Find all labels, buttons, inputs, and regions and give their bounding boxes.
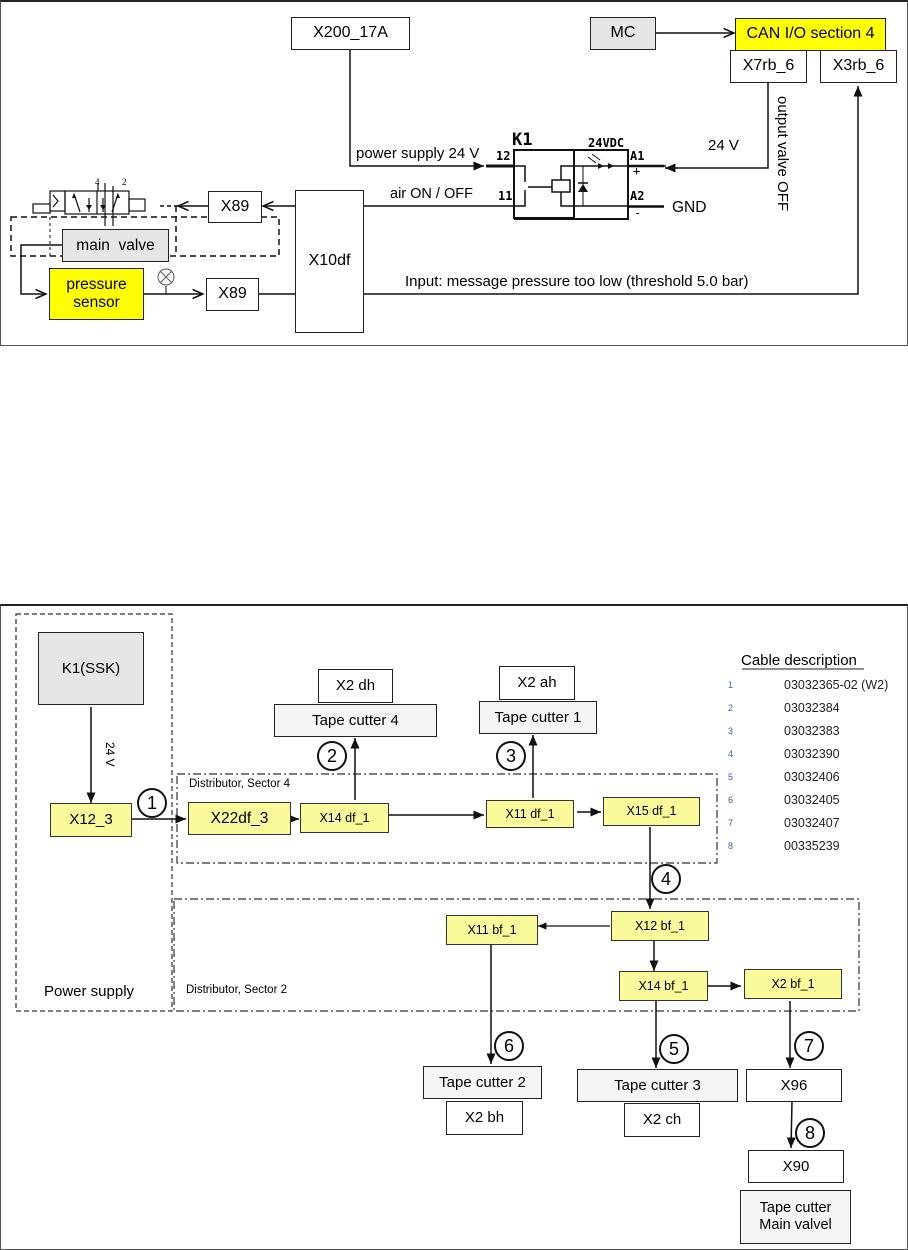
- connector-x14bf-1: X14 bf_1: [619, 971, 708, 1001]
- cable-row-code: 03032407: [784, 816, 840, 830]
- relay-plus: +: [633, 164, 641, 178]
- power-supply-label: power supply 24 V: [356, 145, 480, 162]
- relay-k1-name: K1: [512, 130, 533, 150]
- connector-x96: X96: [746, 1069, 842, 1102]
- tape-cutter-4-box: Tape cutter 4: [274, 704, 437, 737]
- connector-x2bf-1: X2 bf_1: [744, 969, 842, 999]
- connector-x89-bottom: X89: [206, 278, 259, 311]
- connector-x90: X90: [748, 1150, 844, 1183]
- connector-x12bf-1: X12 bf_1: [611, 911, 709, 941]
- connector-x11df-1: X11 df_1: [486, 800, 574, 828]
- connector-x3rb-6: X3rb_6: [820, 50, 897, 83]
- cable-row-code: 03032383: [784, 724, 840, 738]
- wire-pressure-input: [259, 86, 863, 295]
- cable-marker-5: 5: [659, 1034, 689, 1064]
- tape-cutter-1-box: Tape cutter 1: [479, 701, 597, 734]
- mc-box: MC: [590, 17, 656, 50]
- connector-x7rb-6: X7rb_6: [730, 50, 807, 83]
- tape-cutter-2-box: Tape cutter 2: [423, 1066, 542, 1099]
- tape-cutter-main-valve-line1: Tape cutter: [759, 1200, 832, 1217]
- relay-pin-a2: A2: [630, 189, 645, 203]
- 24v-label: 24 V: [708, 137, 739, 154]
- wire-power-supply: [349, 49, 484, 171]
- connector-x2-dh: X2 dh: [318, 669, 393, 703]
- top-diagram-wires: [10, 0, 863, 346]
- connector-x14df-1: X14 df_1: [300, 803, 389, 833]
- cable-row-number: 2: [728, 703, 734, 713]
- cable-description-title: Cable description: [741, 652, 857, 669]
- cable-row-number: 7: [728, 818, 734, 828]
- connector-x11bf-1: X11 bf_1: [446, 915, 538, 945]
- relay-minus: -: [634, 206, 642, 220]
- cable-row-number: 5: [728, 772, 734, 782]
- cable-marker-8: 8: [795, 1118, 825, 1148]
- connector-x2-ah: X2 ah: [499, 666, 575, 700]
- cable-row-code: 03032405: [784, 793, 840, 807]
- power-supply-group-label: Power supply: [44, 983, 135, 1000]
- cable-row-code: 03032365-02 (W2): [784, 678, 889, 692]
- pressure-sensor-box: pressure sensor: [49, 268, 144, 320]
- wire-output-valve-off: [665, 83, 769, 173]
- cable-row-code: 03032390: [784, 747, 840, 761]
- pressure-input-message-label: Input: message pressure too low (thresho…: [405, 273, 749, 290]
- cable-row-code: 00335239: [784, 839, 840, 853]
- can-io-section-box: CAN I/O section 4: [735, 18, 886, 51]
- cable-row-number: 4: [728, 749, 734, 759]
- connector-x89-top: X89: [208, 191, 262, 223]
- valve-port-4-label: 4: [95, 177, 100, 187]
- connector-x22df-3: X22df_3: [188, 802, 291, 835]
- connector-x200-17a: X200_17A: [291, 17, 410, 50]
- cable-marker-3: 3: [496, 741, 526, 771]
- sector2-group-label: Distributor, Sector 2: [186, 984, 287, 996]
- cable-row-number: 3: [728, 726, 734, 736]
- tape-cutter-main-valve-line2: Main valvel: [759, 1217, 832, 1233]
- relay-rating: 24VDC: [588, 136, 625, 150]
- tape-cutter-3-box: Tape cutter 3: [577, 1069, 738, 1102]
- relay-pin-a1: A1: [630, 149, 645, 163]
- wire-valve-to-sensor: [20, 244, 62, 294]
- valve-port-2-label: 2: [122, 177, 127, 187]
- cable-row-code: 03032384: [784, 701, 840, 715]
- main-valve-box: main valve: [62, 229, 169, 262]
- cable-marker-1: 1: [137, 788, 167, 818]
- gnd-label: GND: [672, 199, 707, 216]
- cable-marker-4: 4: [651, 864, 681, 894]
- connector-x2-bh: X2 bh: [446, 1101, 523, 1135]
- air-on-off-label: air ON / OFF: [390, 186, 473, 202]
- cable-row-number: 1: [728, 680, 734, 690]
- cable-marker-6: 6: [494, 1031, 524, 1061]
- output-valve-off-label: output valve OFF: [774, 96, 791, 212]
- cable-marker-2: 2: [317, 741, 347, 771]
- cable-row-number: 6: [728, 795, 734, 805]
- connector-x2-ch: X2 ch: [624, 1103, 700, 1137]
- cable-marker-7: 7: [794, 1031, 824, 1061]
- sector4-group-label: Distributor, Sector 4: [189, 778, 290, 790]
- cable-row-code: 03032406: [784, 770, 840, 784]
- cable-row-number: 8: [728, 841, 734, 851]
- 24v-label: 24 V: [103, 742, 117, 767]
- connector-x15df-1: X15 df_1: [603, 797, 700, 826]
- k1-ssk-box: K1(SSK): [38, 632, 144, 705]
- relay-pin-11: 11: [498, 189, 513, 203]
- relay-pin-12: 12: [496, 149, 511, 163]
- tape-cutter-main-valve-box: Tape cutter Main valvel: [740, 1190, 851, 1244]
- connector-x12-3: X12_3: [50, 803, 132, 837]
- connector-x10df: X10df: [295, 190, 364, 333]
